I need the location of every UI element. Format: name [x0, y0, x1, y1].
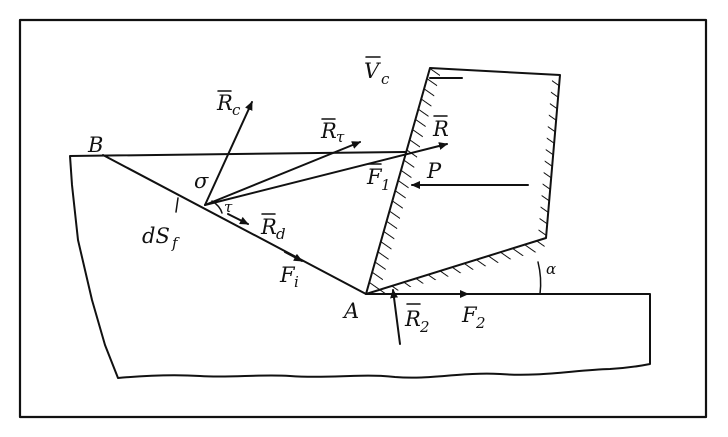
- dSf-tick: [175, 197, 179, 213]
- label-F1-sub: 1: [381, 176, 391, 194]
- label-sigma: σ: [194, 169, 209, 193]
- label-B: B: [87, 133, 103, 157]
- label-tau: τ: [224, 198, 233, 216]
- shear-plane: [102, 154, 367, 295]
- label-dSf: dS: [142, 224, 170, 248]
- label-Rd: R: [260, 215, 277, 239]
- label-F2: F: [461, 303, 478, 327]
- label-F1: F: [366, 165, 383, 189]
- cutting-tool: [365, 67, 561, 295]
- label-Fi: F: [279, 263, 296, 287]
- tool-flank-face-hatch: [366, 238, 546, 296]
- workpiece-outline: [69, 151, 651, 379]
- alpha-angle-arc: [537, 261, 542, 295]
- label-R2: R: [404, 307, 421, 331]
- label-F2-sub: 2: [475, 314, 486, 332]
- label-Vc: V: [364, 59, 381, 83]
- label-Rd-sub: d: [276, 225, 286, 243]
- label-P: P: [426, 159, 442, 183]
- label-Fi-sub: i: [294, 273, 299, 291]
- label-Rc-sub: c: [232, 101, 241, 119]
- vector-R2: [390, 289, 401, 345]
- vector-Fi-marker: [284, 251, 303, 262]
- tool-rake-face-hatch: [366, 68, 442, 294]
- label-alpha: α: [546, 260, 556, 278]
- label-dSf-sub: f: [171, 234, 180, 252]
- vector-Rc: [204, 101, 253, 206]
- tau-angle-arc: [211, 200, 223, 214]
- vector-Rt: [204, 141, 361, 206]
- outer-frame: [18, 18, 708, 419]
- label-Rt: R: [320, 119, 337, 143]
- vector-R: [204, 142, 448, 206]
- label-R2-sub: 2: [419, 318, 430, 336]
- label-R: R: [432, 117, 449, 141]
- vector-Rd-marker: [227, 213, 249, 225]
- label-Vc-sub: c: [381, 70, 390, 88]
- label-A: A: [342, 299, 359, 323]
- label-Rt-sub: τ: [336, 128, 345, 146]
- tool-back-hatch: [538, 75, 560, 238]
- label-Rc: R: [216, 91, 233, 115]
